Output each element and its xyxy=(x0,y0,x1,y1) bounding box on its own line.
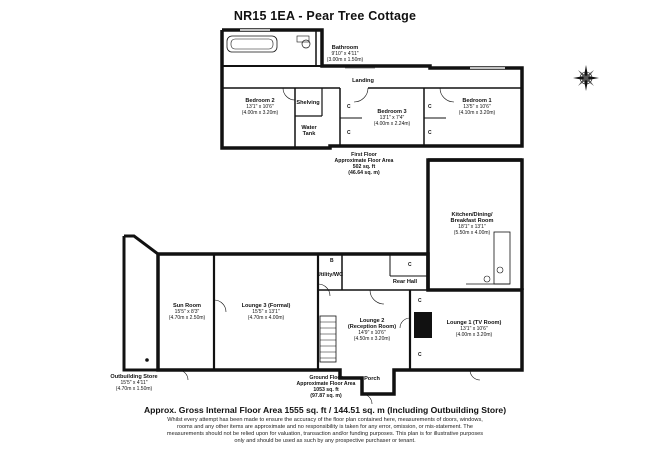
kitchen-counter xyxy=(493,231,511,285)
lounge2-name1: Lounge 2 xyxy=(360,318,385,324)
disclaimer-line: Whilst every attempt has been made to en… xyxy=(167,417,483,423)
outbuilding-name: Outbuilding Store xyxy=(110,374,157,380)
compass-rose-icon xyxy=(573,65,599,91)
outbuilding-dim1: 15'5" x 4'11" xyxy=(120,380,147,386)
lounge1-dim2: (4.00m x 3.20m) xyxy=(456,332,493,338)
cupboard-label: C xyxy=(418,352,422,358)
outbuilding-dim2: (4.70m x 1.50m) xyxy=(116,386,153,392)
disclaimer-line: only and should be used as such by any p… xyxy=(234,438,416,445)
bathroom-dim1: 9'10" x 4'11" xyxy=(331,51,358,57)
disclaimer-line: measurements should not be relied upon f… xyxy=(166,431,484,438)
fireplace-chimney xyxy=(414,312,432,338)
kitchen-dim1: 18'1" x 13'1" xyxy=(458,224,486,230)
kitchen-name1: Kitchen/Dining/ xyxy=(451,212,492,218)
ground-floor-area-sqm: (97.87 sq. m) xyxy=(310,393,342,399)
cupboard-label: C xyxy=(347,130,351,136)
lounge3-dim2: (4.70m x 4.00m) xyxy=(248,315,285,321)
cupboard-label: C xyxy=(428,104,432,110)
kitchen-name2: Breakfast Room xyxy=(451,218,494,224)
kitchen-dim2: (5.50m x 4.00m) xyxy=(454,230,491,236)
sunroom-name: Sun Room xyxy=(173,303,201,309)
watertank-name1: Water xyxy=(301,125,317,131)
ground-floor-label: Ground Floor xyxy=(309,375,342,381)
bedroom2-name: Bedroom 2 xyxy=(245,98,274,104)
bathroom-dim2: (3.00m x 1.50m) xyxy=(327,57,364,63)
ground-floor-area-label: Approximate Floor Area xyxy=(297,381,356,387)
bedroom1-dim2: (4.10m x 3.20m) xyxy=(459,110,496,116)
lounge2-dim2: (4.50m x 3.20m) xyxy=(354,336,391,342)
lounge1-name: Lounge 1 (TV Room) xyxy=(447,320,502,326)
first-floor-area-label: Approximate Floor Area xyxy=(335,158,394,164)
cupboard-label: C xyxy=(408,262,412,268)
rearhall-name: Rear Hall xyxy=(393,279,418,285)
disclaimer-line: rooms and any other items are approximat… xyxy=(177,424,473,431)
bedroom1-dim1: 13'5" x 10'6" xyxy=(463,104,491,110)
sunroom-dim2: (4.70m x 2.50m) xyxy=(169,315,206,321)
first-floor-area-sqft: 502 sq. ft xyxy=(353,164,376,170)
shelving-name: Shelving xyxy=(296,100,320,106)
lounge2-dim1: 14'9" x 10'6" xyxy=(358,330,386,336)
outbuilding-wall xyxy=(122,234,160,372)
bedroom2-dim2: (4.00m x 3.20m) xyxy=(242,110,279,116)
bedroom3-name: Bedroom 3 xyxy=(377,109,406,115)
porch-name: Porch xyxy=(364,376,380,382)
bathroom-name: Bathroom xyxy=(332,45,358,51)
first-floor-outer-wall xyxy=(220,28,524,150)
boiler-label: B xyxy=(330,258,334,264)
landing-name: Landing xyxy=(352,78,374,84)
bedroom3-dim1: 13'1" x 7'4" xyxy=(380,115,405,121)
first-floor-label: First Floor xyxy=(351,152,377,158)
lounge1-dim1: 13'1" x 10'6" xyxy=(460,326,488,332)
staircase xyxy=(319,315,337,363)
lounge3-name: Lounge 3 (Formal) xyxy=(242,303,291,309)
bedroom2-dim1: 13'1" x 10'6" xyxy=(246,104,274,110)
first-floor-area-sqm: (46.64 sq. m) xyxy=(348,170,380,176)
ground-floor-plan: Kitchen/Dining/ Breakfast Room 18'1" x 1… xyxy=(110,158,524,405)
watertank-name2: Tank xyxy=(303,131,317,137)
ground-floor-area-sqft: 1053 sq. ft xyxy=(313,387,339,393)
lounge2-name2: (Reception Room) xyxy=(348,324,396,330)
utility-name: Utility/WC xyxy=(317,272,343,278)
lounge3-dim1: 15'5" x 13'1" xyxy=(252,309,280,315)
cupboard-label: C xyxy=(347,104,351,110)
bath-fixture xyxy=(226,35,278,53)
bedroom3-dim2: (4.00m x 2.24m) xyxy=(374,121,411,127)
cupboard-label: C xyxy=(418,298,422,304)
gross-area-text: Approx. Gross Internal Floor Area 1555 s… xyxy=(143,405,507,415)
cupboard-label: C xyxy=(428,130,432,136)
sunroom-dim1: 15'5" x 8'3" xyxy=(175,309,200,315)
disclaimer: Whilst every attempt has been made to en… xyxy=(100,417,550,445)
plan-title: NR15 1EA - Pear Tree Cottage xyxy=(233,9,417,23)
bedroom1-name: Bedroom 1 xyxy=(462,98,491,104)
first-floor-plan: Bathroom 9'10" x 4'11" (3.00m x 1.50m) L… xyxy=(220,28,524,176)
